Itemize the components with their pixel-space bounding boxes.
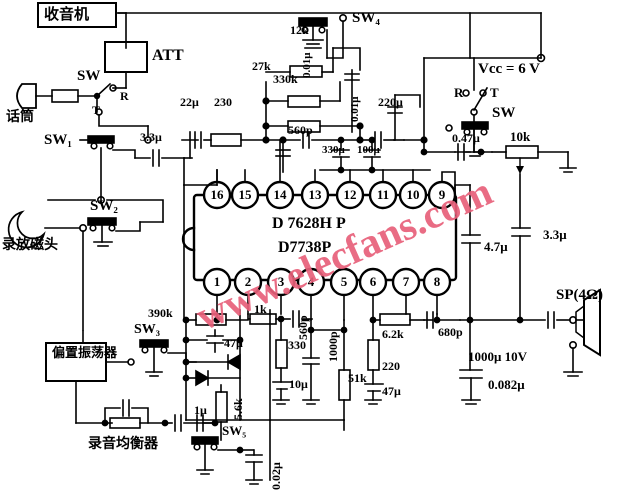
- value-c-0082u: 0.082μ: [488, 377, 525, 392]
- device-label-head: 录放磁头: [2, 237, 58, 253]
- ic-label-line1: D 7628H P: [272, 215, 346, 232]
- ic-pin-16[interactable]: 16: [210, 187, 224, 202]
- value-c-33u-left: 3.3μ: [140, 130, 162, 144]
- value-r-330k: 330k: [273, 72, 298, 86]
- value-c-47u-bottom: 47μ: [382, 384, 401, 398]
- switch-pole-t-power: T: [490, 85, 499, 100]
- value-c-22u: 22μ: [180, 95, 199, 109]
- ic-pin-8[interactable]: 8: [433, 274, 441, 289]
- ic-pin-2[interactable]: 2: [244, 274, 252, 289]
- bias-osc-line1: 偏置振荡器: [52, 346, 118, 361]
- ic-pin-12[interactable]: 12: [343, 187, 357, 202]
- switch-label-sw2: SW₂: [90, 198, 118, 214]
- switch-pole-r: R: [120, 89, 129, 103]
- value-c-33u-right: 3.3μ: [543, 227, 567, 242]
- value-c-560p-a: 560p: [288, 123, 313, 137]
- value-r-330: 330: [288, 338, 306, 352]
- value-r-56k: 5.6k: [231, 398, 245, 420]
- value-r-27k: 27k: [252, 59, 271, 73]
- ic-pin-10[interactable]: 10: [406, 187, 420, 202]
- block-label-radio: 收音机: [44, 5, 90, 23]
- value-c-001u-b: 0.01μ: [349, 96, 361, 123]
- value-c-001u-a: 0.01μ: [301, 52, 313, 79]
- ic-pin-4[interactable]: 4: [307, 274, 315, 289]
- switch-pole-t: T: [92, 103, 101, 117]
- value-c-10u: 10μ: [289, 377, 308, 391]
- value-r-10k: 10k: [510, 129, 531, 144]
- value-c-100u: 100μ: [357, 144, 380, 156]
- switch-label-sw: SW: [77, 68, 101, 84]
- value-c-330u: 330μ: [322, 144, 345, 156]
- ic-pin-3[interactable]: 3: [277, 274, 285, 289]
- value-r-390k: 390k: [148, 306, 173, 320]
- ic-pin-15[interactable]: 15: [238, 187, 252, 202]
- value-c-47u: 47μ: [224, 336, 243, 350]
- block-label-record-equalizer: 录音均衡器: [88, 436, 158, 452]
- value-c-002u: 0.02μ: [269, 462, 283, 490]
- ic-pin-13[interactable]: 13: [308, 187, 322, 202]
- value-c-680p: 680p: [438, 325, 463, 339]
- value-c-220u: 220μ: [378, 95, 403, 109]
- value-r-230: 230: [214, 95, 232, 109]
- switch-label-sw5: SW₅: [222, 423, 247, 438]
- ic-pin-14[interactable]: 14: [273, 187, 287, 202]
- value-c-560p-b: 560p: [296, 315, 310, 340]
- power-label-vcc: Vcc = 6 V: [478, 61, 541, 77]
- switch-label-sw3: SW₃: [134, 322, 160, 337]
- value-r-1k: 1k: [254, 302, 267, 316]
- ic-pin-5[interactable]: 5: [340, 274, 348, 289]
- value-r-51k: 51k: [348, 371, 367, 385]
- value-c-047u: 0.47μ: [452, 131, 480, 145]
- ic-pin-7[interactable]: 7: [402, 274, 410, 289]
- device-label-speaker: SP(4Ω): [556, 287, 604, 303]
- device-label-microphone: 话筒: [6, 109, 34, 125]
- ic-label-line2: D7738P: [278, 239, 332, 256]
- value-r-12k: 12k: [290, 23, 309, 37]
- value-r-62k: 6.2k: [382, 327, 404, 341]
- value-r-220: 220: [382, 359, 400, 373]
- switch-pole-r-power: R: [454, 85, 464, 100]
- value-c-47u-right: 4.7μ: [484, 239, 508, 254]
- value-c-1000p: 1000p: [326, 331, 340, 362]
- block-label-bias-oscillator: 偏置振荡器: [52, 347, 117, 361]
- block-label-att: ATT: [152, 47, 184, 64]
- ic-pin-6[interactable]: 6: [369, 274, 377, 289]
- switch-label-sw-power: SW: [492, 105, 516, 121]
- switch-label-sw4: SW₄: [352, 10, 380, 26]
- switch-label-sw1: SW₁: [44, 132, 72, 148]
- ic-pin-1[interactable]: 1: [213, 274, 221, 289]
- value-c-1u: 1μ: [194, 403, 207, 417]
- ic-pin-9[interactable]: 9: [438, 187, 446, 202]
- ic-pin-11[interactable]: 11: [376, 187, 390, 202]
- value-c-1000u: 1000μ 10V: [468, 349, 528, 364]
